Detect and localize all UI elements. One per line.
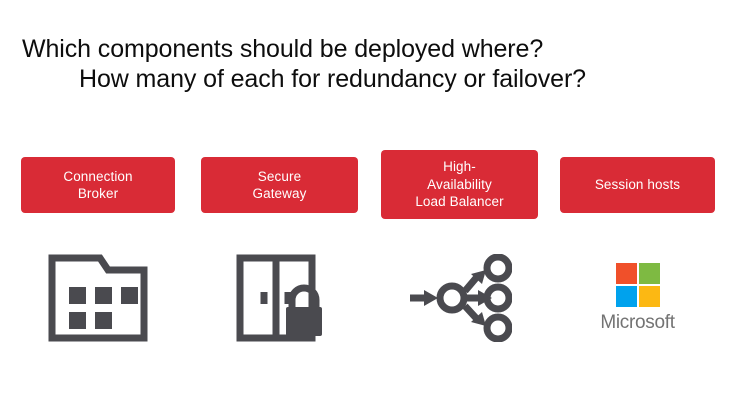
microsoft-tile-bottom-left-blue [615,285,637,307]
component-card-label: Secure Gateway [252,168,307,202]
double-door-with-padlock-icon [236,254,322,342]
microsoft-tile-top-left-red [615,262,637,284]
page-title: Which components should be deployed wher… [0,34,735,94]
component-icons-row: Microsoft [0,248,735,353]
icon-cell-session-hosts: Microsoft [560,248,715,348]
component-card-secure-gateway[interactable]: Secure Gateway [201,157,358,213]
component-card-connection-broker[interactable]: Connection Broker [21,157,175,213]
microsoft-logo-icon: Microsoft [600,262,675,334]
component-card-high-availability-load-balancer[interactable]: High- Availability Load Balancer [381,150,538,219]
microsoft-tile-top-right-green [638,262,660,284]
microsoft-tile-bottom-right-yellow [638,285,660,307]
page-title-line-2: How many of each for redundancy or failo… [79,65,586,93]
folder-with-tiles-icon [48,254,148,342]
component-card-label: Connection Broker [63,168,133,202]
component-card-label: Session hosts [594,177,681,193]
component-card-label: High- Availability Load Balancer [415,159,504,210]
icon-cell-connection-broker [21,248,175,348]
page-title-line-1: Which components should be deployed wher… [22,35,544,63]
icon-cell-load-balancer [381,248,538,348]
icon-cell-secure-gateway [201,248,358,348]
microsoft-wordmark: Microsoft [600,311,675,333]
component-card-session-hosts[interactable]: Session hosts [560,157,715,213]
load-balancer-fanout-icon [409,254,512,342]
microsoft-logo-tiles [615,262,660,307]
component-cards-row: Connection Broker Secure Gateway High- A… [0,148,735,219]
